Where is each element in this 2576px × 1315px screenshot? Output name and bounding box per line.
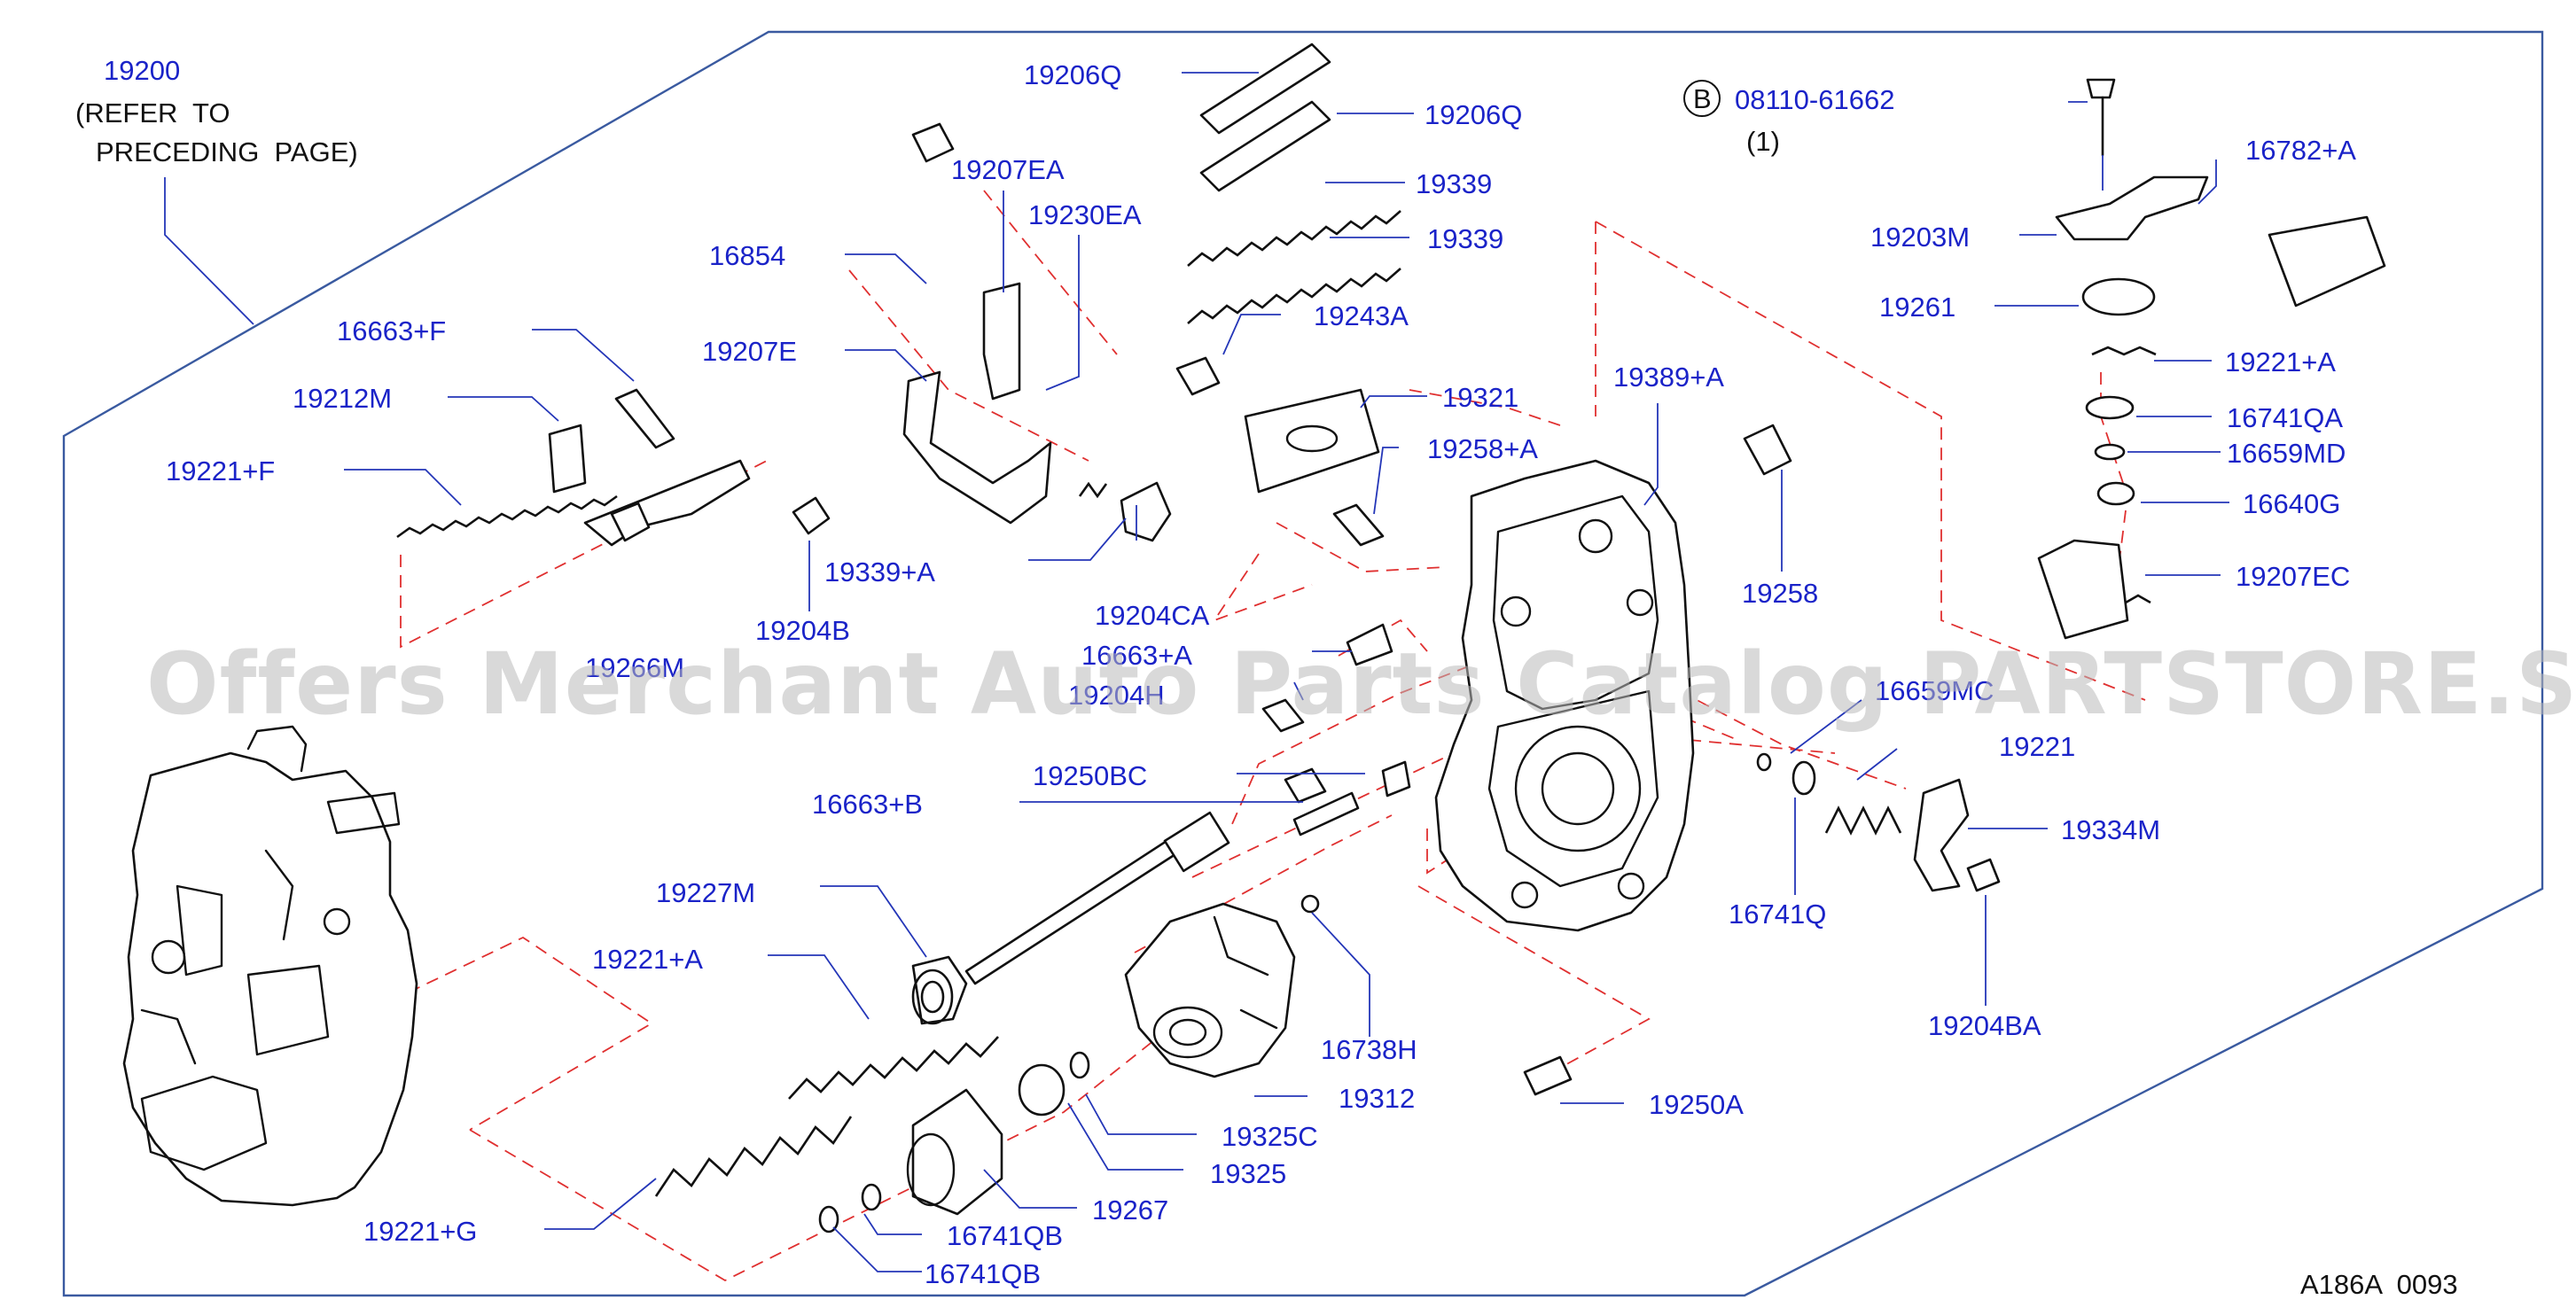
label-16782+A[interactable]: 16782+A xyxy=(2245,135,2356,166)
bolt-note: B 08110-61662 (1) xyxy=(1683,80,1894,157)
label-19250BC[interactable]: 19250BC xyxy=(1033,760,1147,791)
label-19258[interactable]: 19258 xyxy=(1742,578,1818,609)
label-19250A[interactable]: 19250A xyxy=(1649,1089,1744,1120)
label-19221+A-left[interactable]: 19221+A xyxy=(592,944,703,975)
label-16741QA[interactable]: 16741QA xyxy=(2227,402,2343,433)
alignment-guides xyxy=(389,190,2146,1282)
label-16663+F[interactable]: 16663+F xyxy=(337,315,446,346)
label-16738H[interactable]: 16738H xyxy=(1321,1034,1417,1065)
label-19267[interactable]: 19267 xyxy=(1092,1194,1168,1226)
label-19325C[interactable]: 19325C xyxy=(1222,1121,1318,1152)
label-16663+A[interactable]: 16663+A xyxy=(1081,640,1192,671)
label-19227M[interactable]: 19227M xyxy=(656,877,755,908)
bolt-note-part[interactable]: 08110-61662 xyxy=(1735,84,1894,115)
label-16663+B[interactable]: 16663+B xyxy=(812,789,923,820)
label-19212M[interactable]: 19212M xyxy=(293,383,392,414)
label-19207EC[interactable]: 19207EC xyxy=(2236,561,2350,592)
bolt-note-qty: (1) xyxy=(1746,126,1780,157)
reference-code: A186A 0093 xyxy=(2300,1269,2458,1300)
label-19206Q-top[interactable]: 19206Q xyxy=(1024,59,1121,90)
label-19261[interactable]: 19261 xyxy=(1879,292,1955,323)
label-16854[interactable]: 16854 xyxy=(709,240,785,271)
label-19221+F[interactable]: 19221+F xyxy=(166,455,275,486)
label-19389+A[interactable]: 19389+A xyxy=(1613,362,1724,393)
label-19258+A[interactable]: 19258+A xyxy=(1427,433,1538,464)
label-16741QB-lower[interactable]: 16741QB xyxy=(925,1258,1041,1289)
watermark: Offers Merchant Auto Parts Catalog PARTS… xyxy=(146,634,2576,734)
label-16640G[interactable]: 16640G xyxy=(2243,488,2340,519)
label-19221+A-right[interactable]: 19221+A xyxy=(2225,346,2336,377)
label-16659MC[interactable]: 16659MC xyxy=(1875,675,1994,706)
label-19203M[interactable]: 19203M xyxy=(1870,222,1970,253)
assembly-note-line1: (REFER TO xyxy=(75,97,230,128)
label-19207E[interactable]: 19207E xyxy=(702,336,797,367)
label-19221+G[interactable]: 19221+G xyxy=(363,1216,477,1247)
label-16741Q[interactable]: 16741Q xyxy=(1729,899,1826,930)
label-19334M[interactable]: 19334M xyxy=(2061,814,2160,845)
sleeves-illustration xyxy=(906,1063,1066,1216)
label-19204H[interactable]: 19204H xyxy=(1068,680,1165,711)
linkage-illustration xyxy=(548,424,751,547)
part-labels: 19206Q 19206Q 19339 19339 19207EA 19230E… xyxy=(166,59,2356,1289)
label-19339+A[interactable]: 19339+A xyxy=(824,556,935,587)
label-19339[interactable]: 19339 xyxy=(1427,223,1503,254)
label-16659MD[interactable]: 16659MD xyxy=(2227,438,2346,469)
bolt-note-badge-circle xyxy=(1683,80,1721,117)
label-19266M[interactable]: 19266M xyxy=(585,652,684,683)
levers-illustration xyxy=(902,282,1380,542)
label-19321[interactable]: 19321 xyxy=(1442,382,1518,413)
pins-illustration xyxy=(1199,43,1331,192)
label-19243A[interactable]: 19243A xyxy=(1314,300,1409,331)
label-19325[interactable]: 19325 xyxy=(1210,1158,1286,1189)
label-19206Q[interactable]: 19206Q xyxy=(1425,99,1522,130)
label-19204B[interactable]: 19204B xyxy=(755,615,850,646)
assembly-note-number[interactable]: 19200 xyxy=(104,55,180,86)
pump-body-illustration xyxy=(122,725,418,1207)
leader-lines xyxy=(344,72,2229,1272)
label-19204CA[interactable]: 19204CA xyxy=(1095,600,1210,631)
upper-right-parts-illustration xyxy=(1743,175,2386,892)
assembly-note-line2: PRECEDING PAGE) xyxy=(96,136,358,167)
flyweight-holder-illustration xyxy=(1124,902,1296,1078)
label-19339-top[interactable]: 19339 xyxy=(1416,168,1492,199)
note-leader xyxy=(164,177,254,325)
label-16741QB-upper[interactable]: 16741QB xyxy=(947,1220,1063,1251)
label-19204BA[interactable]: 19204BA xyxy=(1928,1010,2041,1041)
bolts-illustration xyxy=(614,78,2116,1096)
label-19221[interactable]: 19221 xyxy=(1999,731,2075,762)
label-19207EA[interactable]: 19207EA xyxy=(951,154,1065,185)
governor-housing-illustration xyxy=(1434,459,1695,932)
label-19230EA[interactable]: 19230EA xyxy=(1028,199,1142,230)
governor-shaft-illustration xyxy=(911,811,1230,1025)
label-19312[interactable]: 19312 xyxy=(1339,1083,1415,1114)
assembly-note: 19200 (REFER TO PRECEDING PAGE) xyxy=(75,55,358,167)
washers-illustration xyxy=(818,277,2156,1233)
diagram-frame xyxy=(62,30,2544,1297)
bolt-note-badge: B xyxy=(1693,83,1712,114)
